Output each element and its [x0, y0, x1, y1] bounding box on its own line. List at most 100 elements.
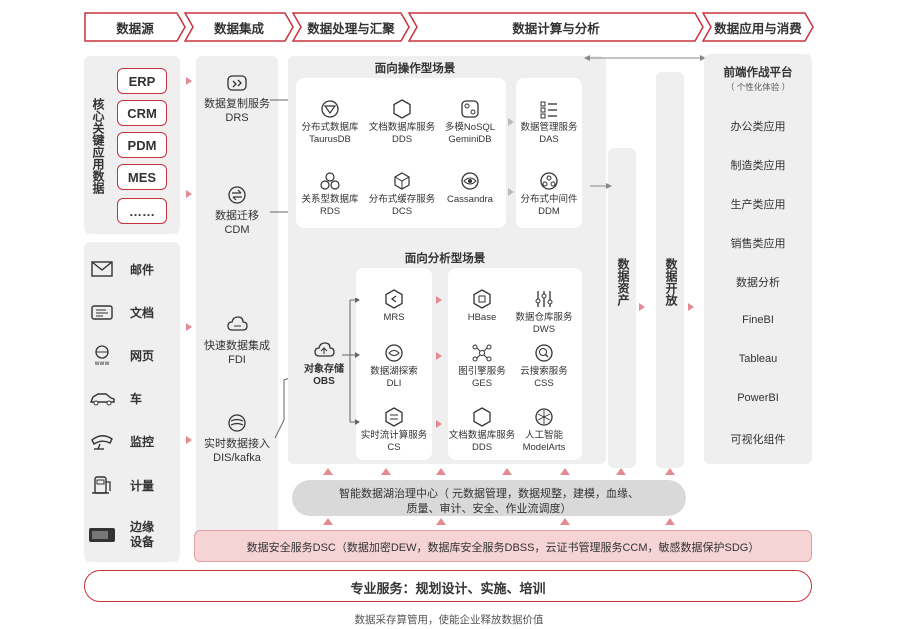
arrow-icon — [186, 323, 192, 331]
service-name: 数据湖探索 — [370, 366, 418, 377]
service-code: DLI — [386, 378, 402, 389]
professional-bar — [84, 570, 812, 602]
source-label: 邮件 — [130, 263, 155, 277]
service-taurusdb: 分布式数据库 TaurusDB — [285, 98, 375, 146]
service-code: RDS — [319, 206, 341, 217]
document-icon — [91, 305, 113, 320]
stage-data-application: 数据应用与消费 — [702, 12, 814, 42]
service-code: GES — [471, 378, 493, 389]
relational-db-icon — [320, 172, 340, 190]
storage-obs: 对象存储 OBS — [300, 340, 348, 388]
arrow-icon — [508, 118, 514, 126]
integration-cdm: 数据迁移 CDM — [196, 184, 278, 237]
arrow-icon — [508, 188, 514, 196]
object-storage-icon — [314, 342, 335, 357]
integration-name: 数据复制服务 — [204, 98, 270, 110]
migration-icon — [228, 186, 246, 204]
service-name: 实时流计算服务 — [360, 430, 428, 441]
data-assets-panel — [608, 148, 636, 468]
cloud-icon — [227, 316, 248, 331]
source-label: 网页 — [130, 349, 155, 363]
core-app-more: …… — [117, 198, 167, 224]
source-monitor: 监控 — [88, 428, 178, 456]
cache-icon — [394, 172, 410, 190]
svg-text:www: www — [95, 360, 110, 366]
nosql-icon — [461, 100, 479, 118]
service-ges: 图引擎服务 GES — [437, 342, 527, 390]
flow-arrows — [584, 55, 706, 189]
arrow-icon — [665, 468, 675, 475]
arrow-icon — [381, 468, 391, 475]
app-tableau: Tableau — [738, 353, 778, 365]
governance-bar — [292, 480, 686, 516]
service-code: ModelArts — [522, 442, 566, 453]
source-label: 监控 — [130, 435, 155, 449]
integration-name: 快速数据集成 — [204, 340, 270, 352]
service-cassandra: Cassandra — [425, 170, 515, 206]
core-app-mes: MES — [117, 164, 167, 190]
service-name: 文档数据库服务 — [448, 430, 516, 441]
stage-data-processing: 数据处理与汇聚 — [292, 12, 410, 42]
integration-code: CDM — [224, 224, 250, 236]
service-code: DCS — [391, 206, 413, 217]
service-dws: 数据仓库服务 DWS — [499, 288, 589, 336]
arrow-icon — [436, 296, 442, 304]
ops-services-panel — [296, 78, 506, 228]
hexagon-icon — [473, 407, 491, 427]
source-label: 计量 — [130, 479, 155, 493]
web-icon: www — [95, 345, 110, 366]
service-name: 分布式数据库 — [301, 122, 359, 133]
core-app-pdm: PDM — [117, 132, 167, 158]
service-code: GeminiDB — [448, 134, 492, 145]
integration-name: 数据迁移 — [215, 210, 259, 222]
service-name: 关系型数据库 — [301, 194, 359, 205]
integration-panel — [196, 56, 278, 562]
source-mail: 邮件 — [88, 256, 178, 284]
service-rds: 关系型数据库 RDS — [285, 170, 375, 218]
security-text: 数据安全服务DSC（数据加密DEW，数据库安全服务DBSS，云证书管理服务CCM… — [246, 542, 760, 554]
stage-label: 数据应用与消费 — [714, 21, 802, 36]
arrow-icon — [436, 468, 446, 475]
arrow-icon — [665, 518, 675, 525]
service-name: 人工智能 — [524, 430, 563, 441]
mapreduce-icon — [385, 289, 403, 309]
source-webpage: www 网页 — [88, 342, 178, 370]
storage-name: 对象存储 — [304, 364, 344, 375]
stream-icon — [228, 414, 246, 432]
data-assets-label: 数据资产 — [616, 258, 630, 306]
service-cs: 实时流计算服务 CS — [349, 406, 439, 454]
service-code: MRS — [383, 312, 405, 323]
source-label: 车 — [130, 392, 143, 406]
middleware-icon — [540, 172, 558, 190]
stage-label: 数据计算与分析 — [512, 21, 600, 36]
source-label: 边缘设备 — [130, 520, 155, 549]
replication-icon — [227, 75, 247, 91]
arrow-icon — [502, 468, 512, 475]
service-mrs: MRS — [349, 288, 439, 324]
arrow-icon — [616, 468, 626, 475]
hexagon-icon — [393, 99, 411, 119]
ai-brain-icon — [535, 408, 553, 426]
stage-label: 数据处理与汇聚 — [307, 21, 395, 36]
integration-code: FDI — [228, 354, 246, 366]
list-icon — [540, 101, 557, 119]
integration-fdi: 快速数据集成 FDI — [196, 314, 278, 367]
app-sales: 销售类应用 — [730, 238, 786, 250]
arrow-icon — [688, 303, 694, 311]
service-dli: 数据湖探索 DLI — [349, 342, 439, 390]
arrow-icon — [436, 518, 446, 525]
hbase-icon — [473, 289, 491, 309]
service-name: 文档数据库服务 — [368, 122, 436, 133]
app-visual-components: 可视化组件 — [730, 434, 786, 446]
service-name: 数据仓库服务 — [515, 312, 573, 323]
arrow-icon — [186, 436, 192, 444]
analytics-title: 面向分析型场景 — [404, 253, 486, 265]
security-bar — [194, 530, 812, 562]
eye-icon — [461, 172, 479, 190]
service-code: TaurusDB — [309, 134, 351, 145]
service-hbase: HBase — [437, 288, 527, 324]
governance-line1: 智能数据湖治理中心（ 元数据管理，数据规整，建模，血缘、 — [338, 488, 640, 500]
service-code: DDM — [538, 206, 560, 217]
data-open-panel — [656, 72, 684, 468]
service-css: 云搜索服务 CSS — [499, 342, 589, 390]
